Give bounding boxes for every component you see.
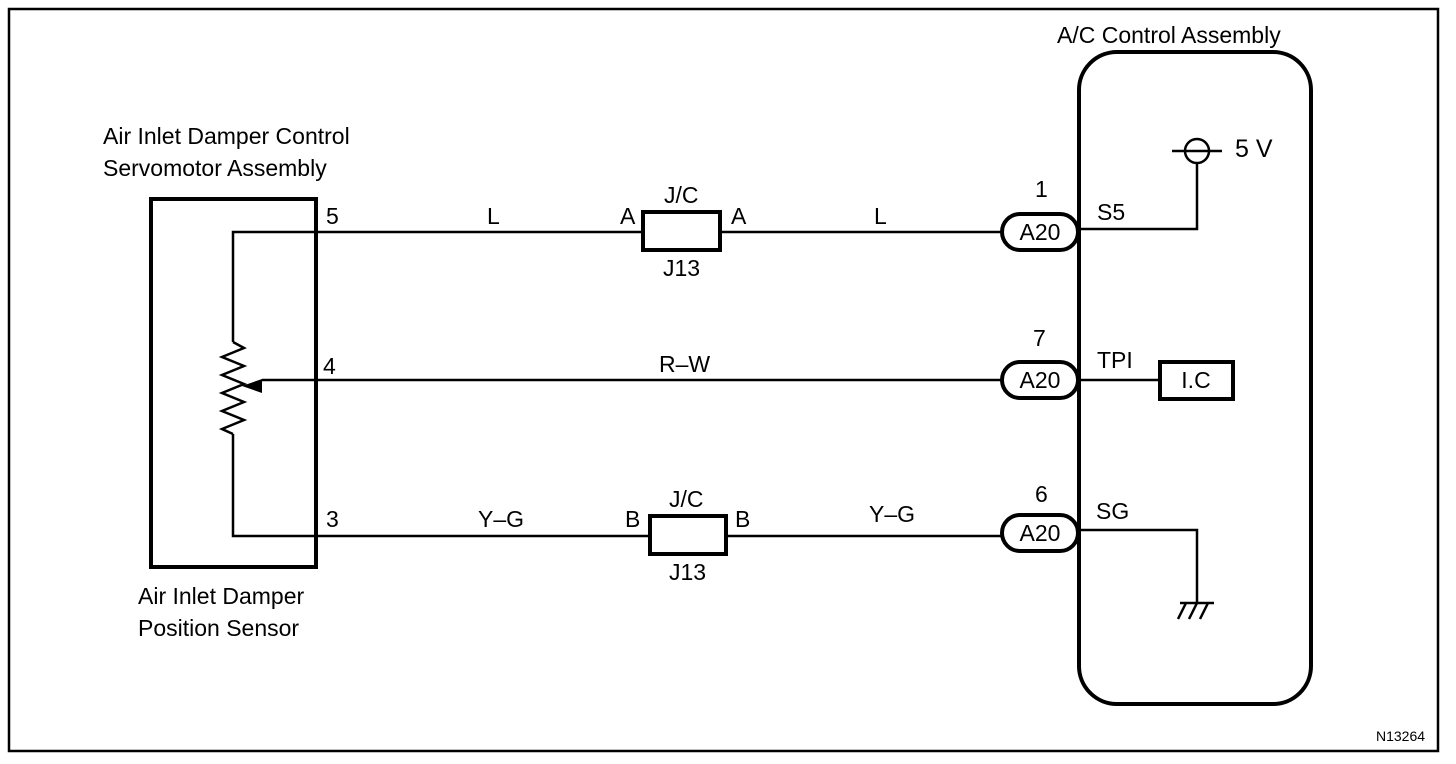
ic-label: I.C — [1181, 367, 1210, 393]
jc-bottom-left-pin: B — [625, 506, 640, 532]
pin-number-6: 6 — [1035, 481, 1048, 507]
pin-number-1: 1 — [1035, 176, 1048, 202]
ground-icon — [1176, 601, 1214, 620]
sensor-label-line1: Air Inlet Damper — [138, 583, 305, 609]
sensor-pin-3: 3 — [326, 506, 339, 532]
jc-top-label: J/C — [664, 182, 699, 208]
potentiometer — [218, 340, 248, 436]
wire-sg-to-ground — [1079, 528, 1199, 603]
jc-top-left-pin: A — [620, 203, 636, 229]
terminal-sg: SG — [1096, 498, 1129, 524]
figure-id-code: N13264 — [1376, 728, 1425, 744]
wire-s5-to-5v — [1079, 163, 1199, 231]
jc-top-id: J13 — [663, 255, 700, 281]
sensor-label-line2: Position Sensor — [138, 615, 299, 641]
jc-bottom-id: J13 — [669, 559, 706, 585]
junction-connector-bottom — [648, 514, 728, 556]
wire-color-l-right: L — [874, 203, 887, 229]
junction-connector-top — [641, 210, 722, 252]
pin-number-7: 7 — [1033, 325, 1046, 351]
sensor-pin-4: 4 — [323, 353, 336, 379]
servomotor-label-line1: Air Inlet Damper Control — [103, 123, 350, 149]
connector-a20-pin1-label: A20 — [1020, 219, 1061, 245]
connector-a20-pin1: A20 — [1000, 212, 1080, 252]
ic-box — [1158, 360, 1235, 401]
wire-color-l-left: L — [487, 203, 500, 229]
connector-a20-pin6: A20 — [1000, 513, 1080, 553]
sensor-internal-wire-top — [231, 230, 316, 342]
connector-a20-pin6-label: A20 — [1020, 520, 1061, 546]
sensor-internal-wire-bottom — [231, 434, 316, 538]
supply-voltage-label: 5 V — [1235, 135, 1273, 163]
servomotor-label-line2: Servomotor Assembly — [103, 155, 327, 181]
wire-color-r-w: R–W — [659, 351, 710, 377]
jc-bottom-right-pin: B — [735, 506, 750, 532]
wire-color-y-g-right: Y–G — [869, 501, 915, 527]
servomotor-box — [149, 197, 318, 569]
wire-color-y-g-left: Y–G — [478, 506, 524, 532]
connector-a20-pin7: A20 — [1000, 360, 1080, 400]
connector-a20-pin7-label: A20 — [1020, 367, 1061, 393]
jc-bottom-label: J/C — [669, 486, 704, 512]
jc-top-right-pin: A — [731, 203, 747, 229]
terminal-tpi: TPI — [1097, 347, 1133, 373]
ac-control-assembly-label: A/C Control Assembly — [1057, 22, 1281, 48]
terminal-s5: S5 — [1097, 199, 1125, 225]
wiper-arrowhead — [242, 379, 262, 393]
diagram-frame — [7, 7, 1440, 753]
sensor-pin-5: 5 — [326, 203, 339, 229]
